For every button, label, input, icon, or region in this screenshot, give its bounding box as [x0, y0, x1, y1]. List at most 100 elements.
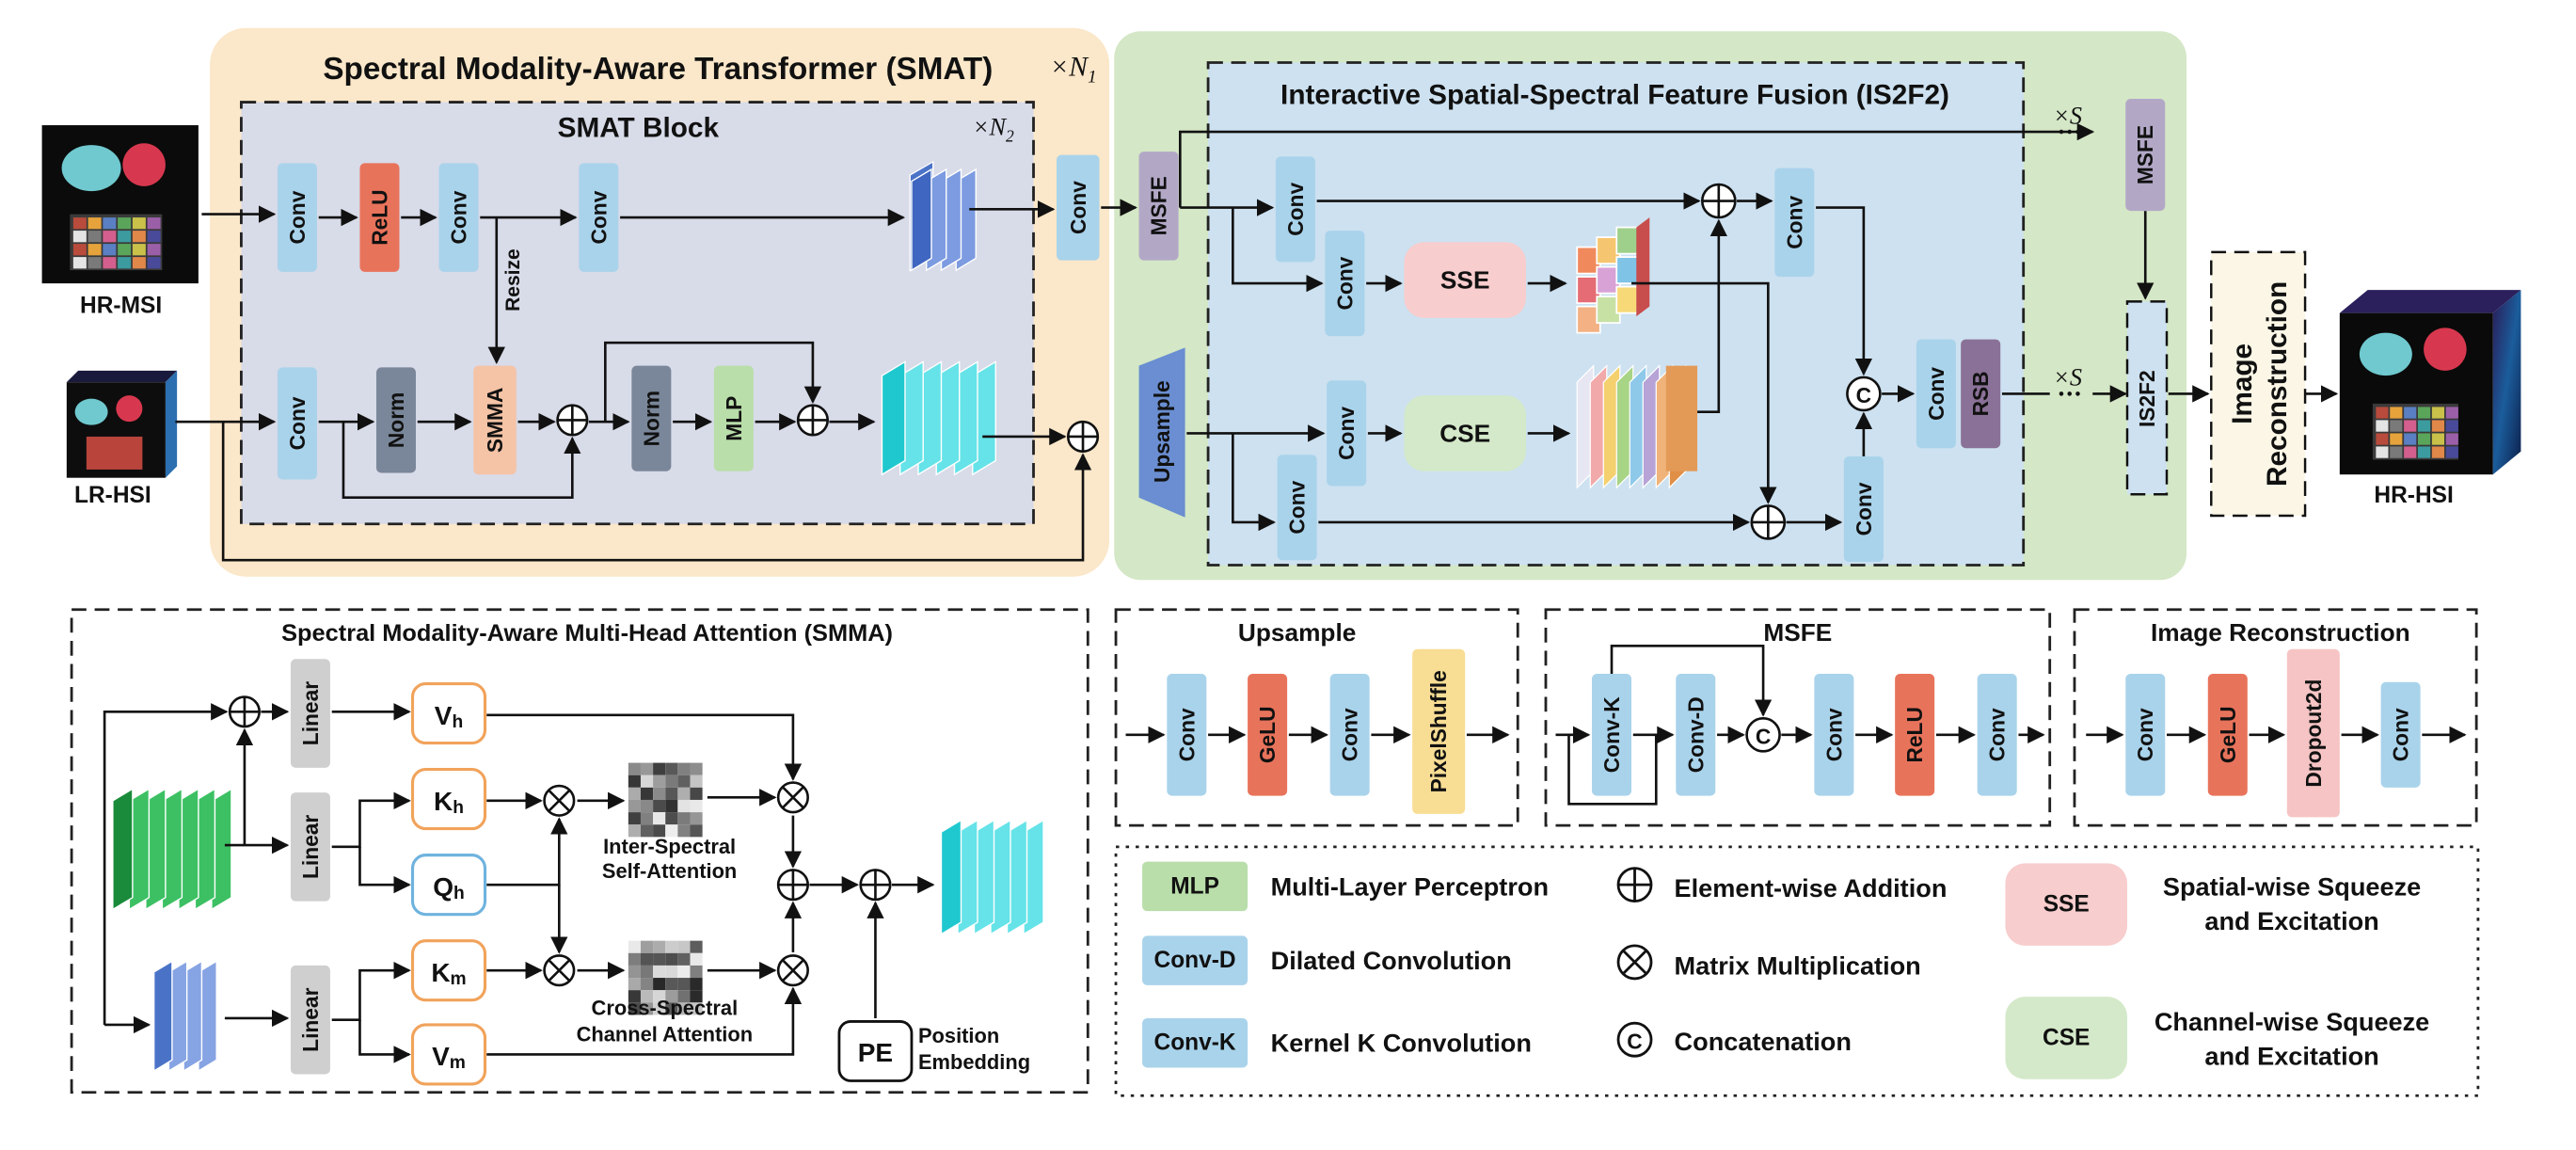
svg-text:Linear: Linear	[298, 815, 323, 879]
matrix-cell	[653, 812, 666, 825]
is2f2-conv-a: Conv	[1275, 156, 1315, 263]
matrix-cell	[690, 787, 703, 800]
matrix-cell	[640, 952, 654, 966]
feature-slab	[152, 960, 173, 1073]
svg-text:PE: PE	[858, 1038, 893, 1067]
matrix-cell	[628, 799, 641, 813]
svg-text:Km: Km	[431, 957, 466, 988]
recon-conv-1: Conv	[2125, 674, 2166, 796]
checker-cell	[2376, 433, 2389, 445]
inter-spectral-label-2: Self-Attention	[602, 859, 737, 883]
matrix-cell	[665, 787, 678, 800]
smma-mul-3	[776, 781, 809, 814]
smat-arrows	[175, 200, 1092, 562]
feature-slab	[940, 819, 962, 935]
smat-conv-4: Conv	[277, 367, 317, 480]
msfe-block-2: MSFE	[2125, 99, 2166, 212]
svg-text:Vh: Vh	[435, 700, 463, 731]
svg-text:Reconstruction: Reconstruction	[2262, 281, 2293, 487]
matrix-cell	[653, 952, 666, 966]
matrix-cell	[690, 952, 703, 966]
smma-output-stack	[940, 819, 1044, 935]
svg-text:Conv: Conv	[1985, 708, 2010, 761]
matrix-cell	[677, 799, 691, 813]
matrix-cell	[690, 762, 703, 775]
matrix-cell	[677, 762, 691, 775]
smat-conv-1: Conv	[277, 163, 317, 272]
recon-dropout: Dropout2d	[2286, 648, 2340, 818]
matrix-cell	[640, 965, 654, 979]
checker-cell	[2431, 420, 2445, 432]
pe-node: PE	[837, 1020, 914, 1082]
repeat-s-bottom: ×S	[2053, 364, 2082, 391]
checker-cell	[103, 231, 117, 243]
svg-text:Upsample: Upsample	[1150, 380, 1174, 483]
svg-text:Channel-wise Squeeze: Channel-wise Squeeze	[2155, 1007, 2429, 1036]
checker-cell	[147, 217, 161, 230]
matrix-cell	[690, 940, 703, 953]
matrix-cell	[665, 824, 678, 838]
svg-text:ReLU: ReLU	[367, 189, 391, 245]
matrix-cell	[640, 940, 654, 953]
matrix-cell	[640, 978, 654, 991]
svg-text:Conv: Conv	[1334, 407, 1359, 460]
legend-convk: Conv-K Kernel K Convolution	[1142, 1017, 1532, 1068]
matrix-cell	[628, 762, 641, 775]
svg-text:SMMA: SMMA	[483, 388, 507, 454]
legend-add: Element-wise Addition	[1616, 867, 1947, 902]
checker-cell	[118, 244, 132, 256]
checker-cell	[2445, 407, 2458, 419]
svg-text:Conv: Conv	[1285, 480, 1310, 534]
up-conv-2: Conv	[1329, 674, 1370, 796]
msfe-conv-2: Conv	[1977, 674, 2017, 796]
checker-cell	[2390, 433, 2403, 445]
svg-text:Conv: Conv	[1066, 181, 1090, 234]
smma-mul-4	[776, 954, 809, 987]
inter-spectral-matrix	[628, 762, 703, 838]
checker-cell	[2390, 420, 2403, 432]
matrix-cell	[690, 824, 703, 838]
matrix-cell	[665, 978, 678, 991]
svg-text:Norm: Norm	[384, 392, 408, 448]
cross-spectral-matrix	[628, 940, 703, 1015]
svg-text:and Excitation: and Excitation	[2204, 1042, 2378, 1071]
msfe-convk: Conv-K	[1592, 674, 1632, 796]
matrix-cell	[628, 952, 641, 966]
hr-hsi-image	[2339, 290, 2521, 475]
checker-cell	[2445, 433, 2458, 445]
image-reconstruction-block: Image Reconstruction	[2210, 250, 2307, 518]
smat-add-1	[556, 404, 589, 437]
svg-text:Conv: Conv	[1782, 196, 1806, 249]
legend-cse: CSE Channel-wise Squeeze and Excitation	[2005, 997, 2429, 1079]
smat-relu: ReLU	[359, 163, 400, 272]
svg-text:Conv-D: Conv-D	[1683, 696, 1708, 773]
msi-feature-stack-slabs	[911, 168, 977, 272]
pe-label-1: Position	[918, 1024, 999, 1047]
checker-cell	[2431, 407, 2445, 419]
svg-text:Conv: Conv	[586, 190, 611, 244]
checker-cell	[2376, 446, 2389, 458]
smma-arrows	[103, 703, 935, 1063]
matrix-cell	[677, 940, 691, 953]
checker-cell	[2431, 446, 2445, 458]
post-smat-conv: Conv	[1057, 154, 1100, 261]
svg-text:C: C	[1627, 1029, 1642, 1053]
svg-text:SSE: SSE	[2043, 892, 2090, 918]
cse-block: CSE	[1404, 395, 1526, 471]
cross-spectral-label-1: Cross-Spectral	[592, 996, 739, 1019]
svg-text:Matrix Multiplication: Matrix Multiplication	[1675, 950, 1921, 980]
svg-text:Conv: Conv	[285, 396, 310, 450]
svg-text:Vm: Vm	[432, 1042, 466, 1073]
smat-add-2	[796, 404, 829, 437]
is2f2-conv-e: Conv	[1774, 168, 1815, 278]
svg-text:Conv: Conv	[285, 190, 310, 244]
checker-cell	[87, 257, 102, 269]
matrix-cell	[653, 762, 666, 775]
svg-text:Qh: Qh	[433, 871, 465, 902]
checker-cell	[147, 257, 161, 269]
is2f2-rsb: RSB	[1961, 339, 2001, 449]
svg-text:Conv: Conv	[2389, 708, 2413, 761]
feature-slab	[881, 360, 906, 476]
smat-title: Spectral Modality-Aware Transformer (SMA…	[323, 52, 993, 87]
svg-text:IS2F2: IS2F2	[2135, 370, 2159, 427]
